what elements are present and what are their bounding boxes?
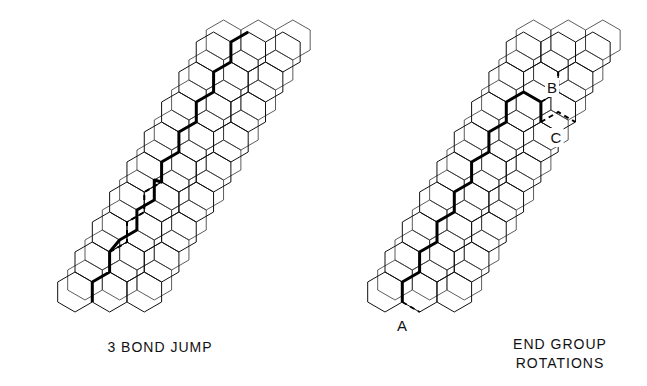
polymer-chain <box>92 32 248 302</box>
end-group-rotation <box>541 112 576 122</box>
point-label: A <box>395 316 409 335</box>
crystal-lattice <box>58 20 310 312</box>
crystal-lattice <box>368 20 620 312</box>
point-label: B <box>545 78 559 97</box>
polymer-chain <box>402 92 541 302</box>
panel-caption: 3 BOND JUMP <box>107 338 212 357</box>
end-group-rotation <box>402 302 419 312</box>
point-label: C <box>549 128 564 147</box>
end-group-rotation <box>541 72 558 102</box>
panel-caption: END GROUP ROTATIONS <box>500 335 620 373</box>
former-chain-position <box>110 182 162 252</box>
